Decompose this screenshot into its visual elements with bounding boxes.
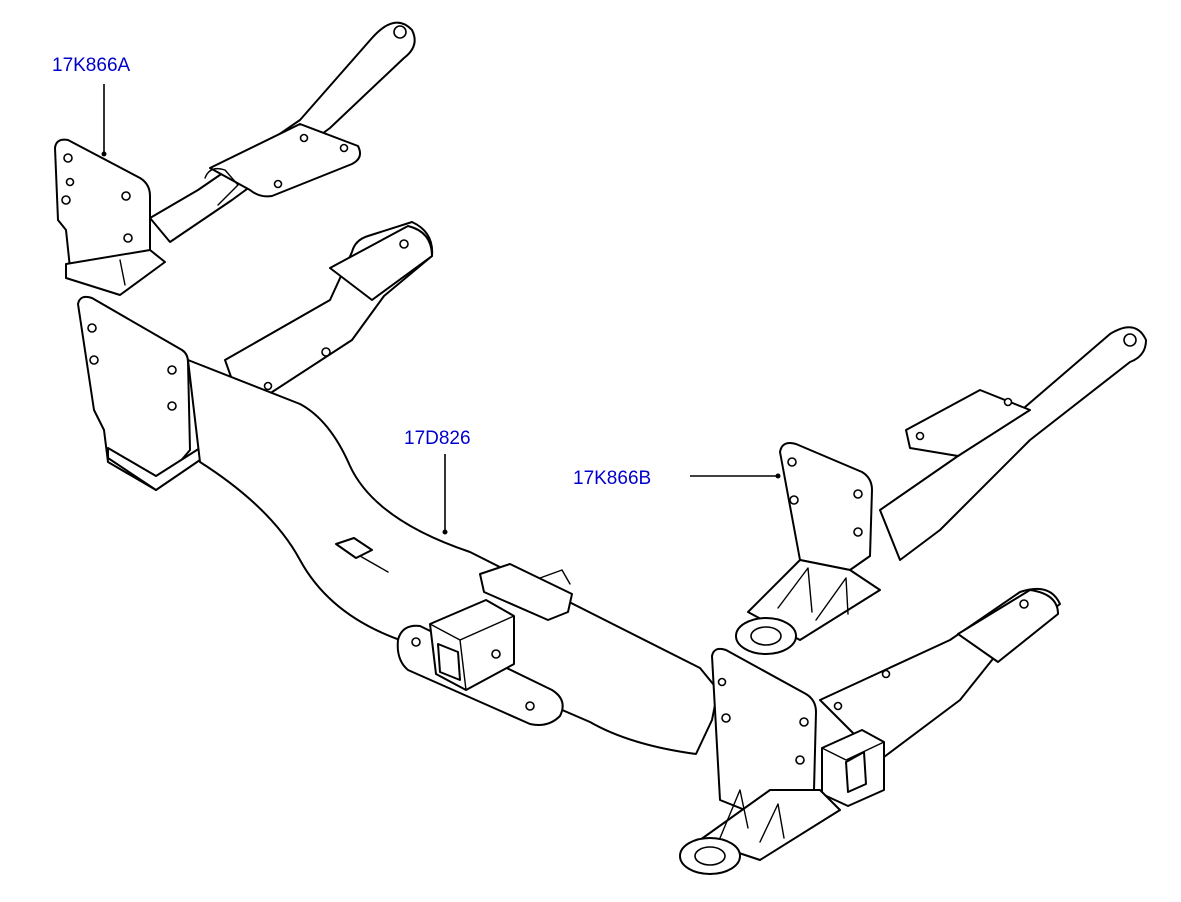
callout-label-17K866B[interactable]: 17K866B [573,468,651,489]
leader-dot [775,473,781,479]
callout-label-17K866A[interactable]: 17K866A [52,55,131,76]
callout-17K866A[interactable]: 17K866A [52,55,131,157]
callout-label-17D826[interactable]: 17D826 [404,428,471,449]
callout-17K866B[interactable]: 17K866B [573,468,781,489]
callout-17D826[interactable]: 17D826 [404,428,471,535]
cross-member-17D826 [77,221,719,755]
right-end-assembly [679,588,1061,875]
leader-dot [101,151,107,157]
bracket-17K866A [54,21,416,296]
bracket-17K866B [735,326,1147,655]
leader-dot [442,529,448,535]
